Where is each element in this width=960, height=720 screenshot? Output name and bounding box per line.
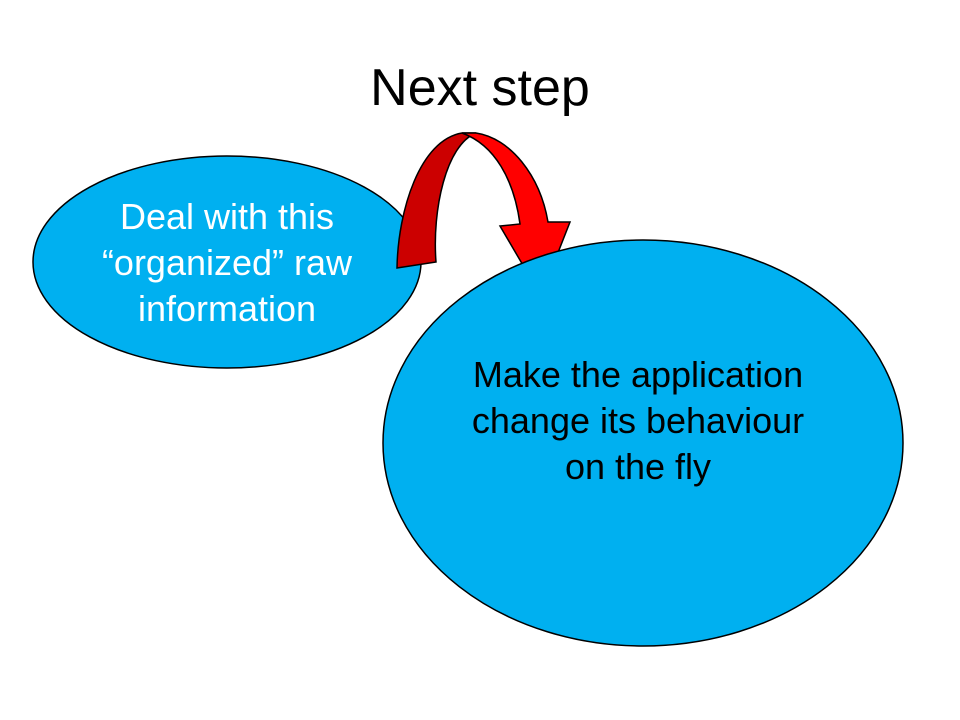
node-deal-label: Deal with this “organized” raw informati…: [47, 194, 407, 332]
node-deal-line-2: “organized” raw: [101, 242, 353, 283]
node-deal-line-1: Deal with this: [119, 196, 335, 237]
node-make-line-1: Make the application: [472, 354, 804, 395]
node-make-line-2: change its behaviour: [471, 400, 805, 441]
node-make-line-3: on the fly: [564, 446, 712, 487]
slide-title: Next step: [370, 59, 590, 117]
node-make-label: Make the application change its behaviou…: [413, 352, 863, 490]
node-make-shape: [382, 239, 904, 647]
curved-arrow-back: [396, 132, 477, 269]
node-deal-line-3: information: [137, 288, 317, 329]
